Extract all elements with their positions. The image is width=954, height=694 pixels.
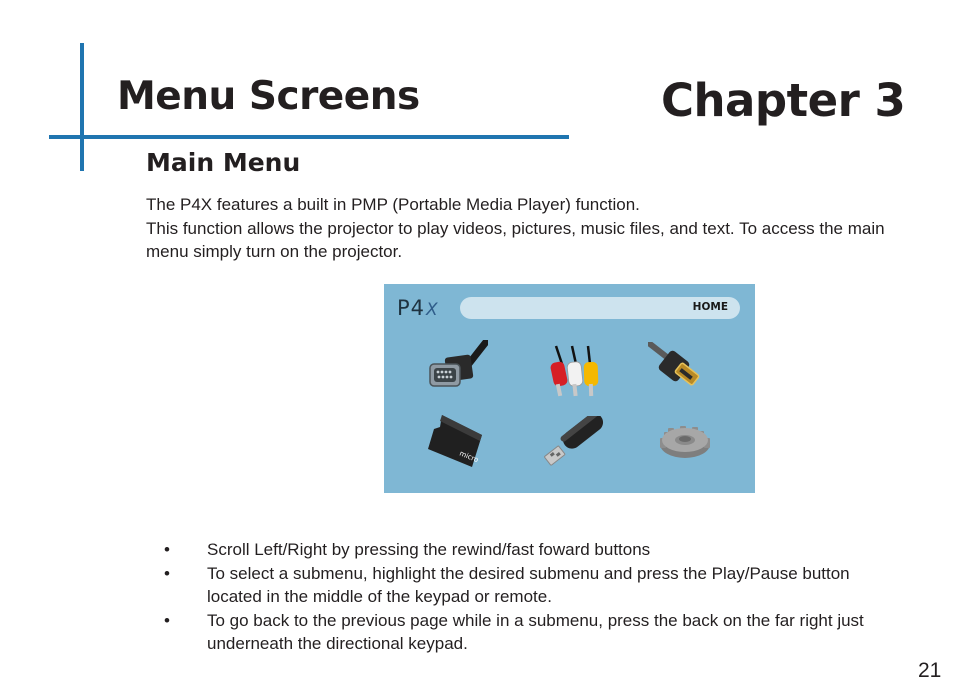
intro-paragraph: The P4X features a built in PMP (Portabl… [146,193,926,264]
chapter-title: Chapter 3 [661,74,906,127]
logo-main: P4 [397,296,426,320]
rca-av-cable-icon [550,345,599,397]
vga-cable-icon [429,340,488,387]
microsd-card-icon: micro [428,415,482,467]
hdmi-cable-icon [648,342,700,386]
list-item-text: To select a submenu, highlight the desir… [207,563,850,607]
p4x-logo: P4X [397,296,439,320]
home-label: HOME [692,301,728,313]
list-item-text: Scroll Left/Right by pressing the rewind… [207,540,651,559]
bullet-symbol: • [164,540,170,559]
intro-line-1: The P4X features a built in PMP (Portabl… [146,195,640,214]
usb-drive-icon [544,416,604,466]
bullet-symbol: • [164,610,170,630]
list-item: • To go back to the previous page while i… [160,609,900,656]
list-item: • To select a submenu, highlight the desi… [160,562,900,609]
header-accent-vertical-bar [80,43,84,171]
list-item: • Scroll Left/Right by pressing the rewin… [160,538,900,562]
subsection-title: Main Menu [146,148,301,177]
header-accent-horizontal-bar [49,135,569,139]
settings-gear-icon [660,426,710,458]
logo-suffix: X [426,300,439,320]
bullet-symbol: • [164,563,170,583]
instruction-list: • Scroll Left/Right by pressing the rewin… [160,538,900,656]
list-item-text: To go back to the previous page while in… [207,610,864,654]
main-menu-screenshot: P4X HOME micro [384,284,755,493]
home-title-bar: HOME [460,297,740,319]
page-number: 21 [918,659,942,682]
intro-line-2: This function allows the projector to pl… [146,218,885,262]
section-title: Menu Screens [117,74,420,119]
